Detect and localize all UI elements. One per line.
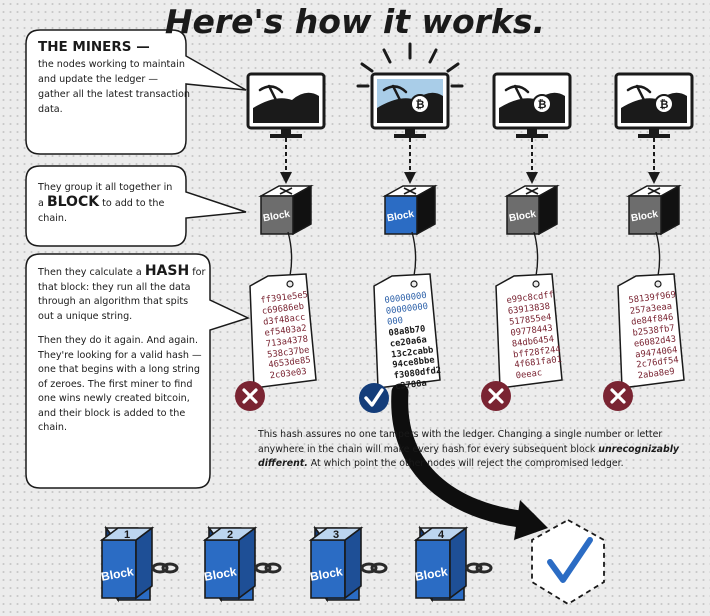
svg-text:₿: ₿: [538, 98, 547, 111]
block-label: Block: [309, 564, 344, 584]
block-label: Block: [100, 564, 135, 584]
page-title: Here's how it works.: [164, 2, 546, 41]
winner-rays: [356, 42, 464, 88]
pickaxe-icon: [504, 84, 530, 106]
note-pre: This hash assures no one tampers with th…: [258, 429, 663, 455]
speech-bubble-hash: [25, 253, 251, 489]
block-label: Block: [630, 209, 659, 225]
block-text: They group it all together in a BLOCK to…: [38, 180, 178, 226]
miners-body: the nodes working to maintain and update…: [38, 59, 190, 115]
cross-icon: [235, 381, 265, 411]
block-label: Block: [386, 209, 415, 225]
miners-text: THE MINERS — the nodes working to mainta…: [38, 40, 190, 117]
bitcoin-icon: ₿: [654, 94, 674, 114]
block-number: 3: [333, 529, 339, 541]
block-number: 2: [227, 529, 233, 541]
miner-block: Block: [603, 184, 685, 411]
chain-link-icon: [465, 562, 493, 574]
block-strong: BLOCK: [46, 194, 100, 210]
miner-monitor: ₿: [492, 72, 572, 138]
miners-lead: THE MINERS —: [38, 39, 150, 55]
note-em: unrecognizably different.: [258, 443, 680, 470]
svg-text:₿: ₿: [416, 98, 425, 111]
speech-bubble-block: [25, 165, 247, 247]
miner-monitor: [246, 72, 326, 138]
block-label: Block: [203, 564, 238, 584]
pickaxe-icon: [258, 84, 284, 106]
pickaxe-icon: [382, 84, 408, 106]
check-icon: [359, 383, 389, 413]
chain-link-icon: [360, 562, 388, 574]
hash-tag: [617, 273, 685, 389]
hash-strong: HASH: [144, 263, 190, 279]
miner-monitor: ₿: [370, 72, 450, 138]
block-label: Block: [262, 209, 291, 225]
hash-text: Then they calculate a HASH for that bloc…: [38, 264, 206, 446]
bitcoin-icon: ₿: [410, 94, 430, 114]
ledger-note: This hash assures no one tampers with th…: [258, 428, 690, 472]
winner-arrow: [391, 383, 548, 540]
block-post: to add to the chain.: [38, 198, 165, 224]
hash-post: for that block: they run all the data th…: [38, 267, 206, 322]
dashed-arrows: [280, 138, 660, 184]
block-label: Block: [508, 209, 537, 225]
hash-tag: [373, 273, 441, 389]
cross-icon: [603, 381, 633, 411]
miner-block: Block: [359, 184, 441, 413]
hash-tag: [495, 273, 563, 389]
new-block-slot: [531, 518, 605, 606]
block-pre: They group it all together in a: [38, 182, 173, 209]
block-number: 1: [124, 529, 130, 541]
cross-icon: [481, 381, 511, 411]
svg-text:₿: ₿: [660, 98, 669, 111]
chain-link-icon: [151, 562, 179, 574]
check-icon: [547, 537, 593, 583]
hash-p2: Then they do it again. And again. They'r…: [38, 335, 202, 433]
block-number: 4: [438, 529, 445, 541]
note-post: At which point the other nodes will reje…: [310, 458, 624, 469]
hash-tag: [249, 273, 317, 389]
bitcoin-icon: ₿: [532, 94, 552, 114]
chain-link-icon: [254, 562, 282, 574]
pickaxe-icon: [626, 84, 652, 106]
speech-bubble-miners: [25, 29, 247, 155]
miner-monitor: ₿: [614, 72, 694, 138]
miner-block: Block: [481, 184, 563, 411]
block-label: Block: [414, 564, 449, 584]
hash-pre: Then they calculate a: [38, 267, 142, 278]
miner-block: Block: [235, 184, 317, 411]
